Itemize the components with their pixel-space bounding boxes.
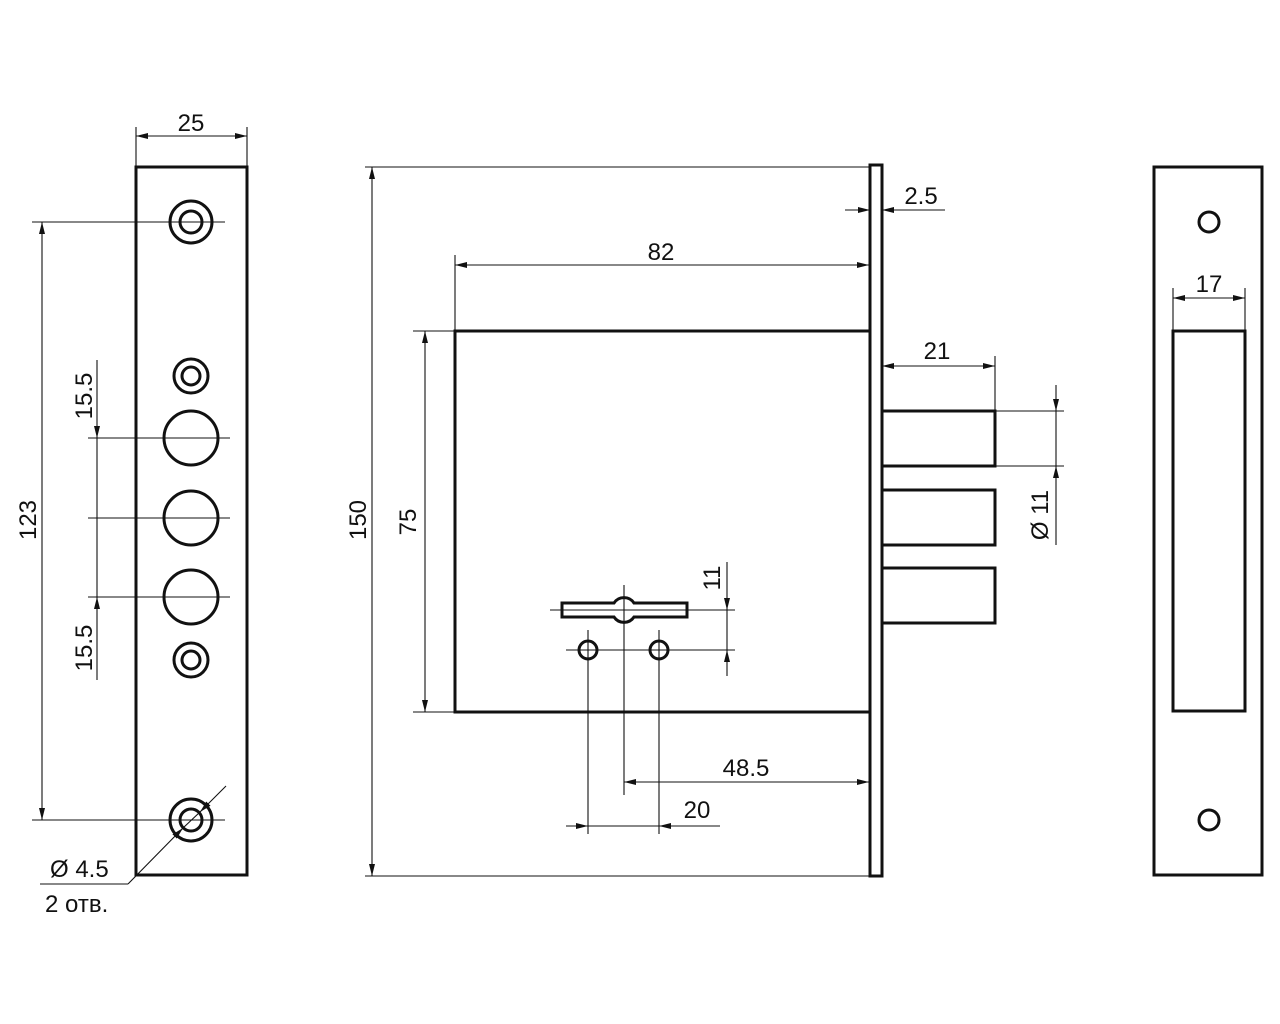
dimension-opening-17: 17 [1172, 271, 1246, 331]
dimension-bolt-diameter: Ø 11 [995, 385, 1064, 545]
dimension-hole-spacing-20: 20 [566, 797, 720, 829]
dimension-label: 15.5 [71, 373, 98, 420]
dimension-faceplate-2-5: 2.5 [845, 183, 945, 213]
strike-opening [1171, 329, 1247, 713]
dimension-hole-diameter: Ø 4.5 2 отв. [40, 785, 227, 918]
dimension-label: Ø 11 [1027, 490, 1054, 540]
dimension-backset-48-5: 48.5 [624, 755, 869, 785]
strike-screw-hole-bottom [1197, 808, 1221, 832]
screw-hole-upper [172, 357, 210, 395]
dimension-label: Ø 4.5 [50, 856, 109, 883]
keyhole [560, 596, 689, 624]
strike-screw-hole-top [1197, 210, 1221, 234]
dimension-spacing-15-5: 15.5 15.5 [71, 360, 230, 680]
bolt-3 [880, 566, 997, 625]
bolt-2 [880, 488, 997, 547]
dimension-label: 15.5 [71, 625, 98, 672]
dimension-keyhole-offset: 11 [699, 562, 730, 676]
faceplate-edge [868, 163, 884, 878]
dimension-label: 25 [178, 110, 205, 137]
dimension-label: 11 [699, 566, 726, 591]
screw-hole-lower [172, 641, 210, 679]
strike-plate-view: 17 [1152, 165, 1264, 877]
dimension-body-width-82: 82 [454, 239, 869, 331]
dimension-label: 20 [684, 797, 711, 824]
dimension-label: 2 отв. [45, 891, 108, 918]
dimension-label: 150 [345, 500, 372, 540]
lock-front-view: 150 75 82 2.5 21 [345, 163, 1064, 878]
dimension-bolt-throw-21: 21 [882, 338, 996, 411]
dimension-width-25: 25 [135, 110, 248, 167]
dimension-label: 21 [924, 338, 951, 365]
dimension-label: 17 [1196, 271, 1223, 298]
dimension-height-123: 123 [15, 221, 225, 821]
dimension-body-height-75: 75 [395, 330, 455, 713]
faceplate-side-view: 25 123 15.5 15.5 Ø 4.5 2 отв. [15, 110, 249, 918]
bolt-1 [880, 409, 997, 468]
lock-body [453, 329, 872, 714]
dimension-label: 2.5 [904, 183, 937, 210]
faceplate-outline [134, 165, 249, 877]
dimension-label: 123 [15, 500, 42, 540]
dimension-label: 48.5 [723, 755, 770, 782]
dimension-label: 82 [648, 239, 675, 266]
dimension-label: 75 [395, 509, 422, 536]
strike-plate-outline [1152, 165, 1264, 877]
dimension-overall-height-150: 150 [345, 166, 870, 877]
